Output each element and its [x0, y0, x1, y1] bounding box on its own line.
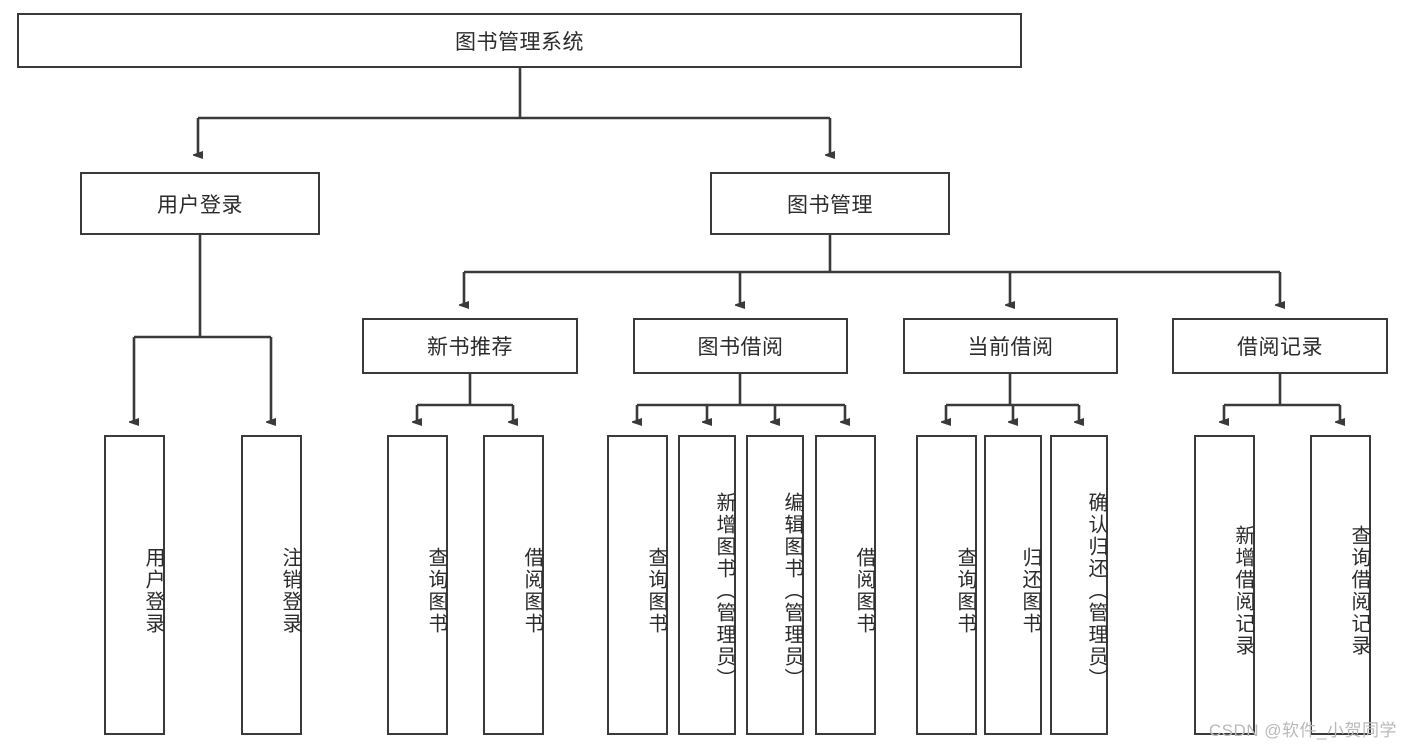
node-leaf-borrow-book-1[interactable]: 借阅图书 — [483, 435, 544, 735]
node-leaf-return-book-label: 归还图书 — [1019, 547, 1041, 635]
node-leaf-confirm-return[interactable]: 确认归还（管理员） — [1050, 435, 1108, 735]
node-leaf-borrow-book-2[interactable]: 借阅图书 — [815, 435, 876, 735]
node-current-borrow-label: 当前借阅 — [967, 336, 1054, 359]
node-leaf-query-book-1-label: 查询图书 — [425, 547, 447, 635]
node-leaf-user-login[interactable]: 用户登录 — [104, 435, 165, 735]
node-root-label: 图书管理系统 — [455, 30, 584, 54]
node-leaf-query-record[interactable]: 查询借阅记录 — [1310, 435, 1371, 735]
node-leaf-add-record[interactable]: 新增借阅记录 — [1194, 435, 1255, 735]
node-leaf-add-book[interactable]: 新增图书（管理员） — [678, 435, 736, 735]
node-new-book-recommend[interactable]: 新书推荐 — [362, 318, 578, 374]
node-leaf-edit-book-label: 编辑图书（管理员） — [781, 492, 803, 690]
node-leaf-add-record-label: 新增借阅记录 — [1232, 525, 1254, 657]
node-leaf-confirm-return-label: 确认归还（管理员） — [1085, 492, 1107, 690]
node-root[interactable]: 图书管理系统 — [17, 13, 1022, 68]
node-borrow-record[interactable]: 借阅记录 — [1172, 318, 1388, 374]
node-leaf-return-book[interactable]: 归还图书 — [984, 435, 1042, 735]
node-book-borrow-label: 图书借阅 — [697, 336, 784, 359]
node-user-login-label: 用户登录 — [157, 193, 243, 217]
node-leaf-edit-book[interactable]: 编辑图书（管理员） — [746, 435, 804, 735]
node-new-book-recommend-label: 新书推荐 — [427, 336, 513, 359]
node-current-borrow[interactable]: 当前借阅 — [903, 318, 1118, 374]
node-leaf-logout-label: 注销登录 — [279, 547, 301, 635]
node-leaf-query-book-3-label: 查询图书 — [954, 547, 976, 635]
node-book-management[interactable]: 图书管理 — [710, 172, 950, 235]
node-borrow-record-label: 借阅记录 — [1237, 336, 1323, 359]
node-leaf-borrow-book-1-label: 借阅图书 — [521, 547, 543, 635]
node-user-login[interactable]: 用户登录 — [80, 172, 320, 235]
node-leaf-query-book-1[interactable]: 查询图书 — [387, 435, 448, 735]
node-book-borrow[interactable]: 图书借阅 — [633, 318, 848, 374]
node-book-management-label: 图书管理 — [787, 193, 873, 217]
node-leaf-query-book-2-label: 查询图书 — [645, 547, 667, 635]
node-leaf-user-login-label: 用户登录 — [142, 547, 164, 635]
node-leaf-logout[interactable]: 注销登录 — [241, 435, 302, 735]
node-leaf-add-book-label: 新增图书（管理员） — [713, 492, 735, 690]
node-leaf-query-book-2[interactable]: 查询图书 — [607, 435, 668, 735]
node-leaf-query-book-3[interactable]: 查询图书 — [916, 435, 977, 735]
node-leaf-borrow-book-2-label: 借阅图书 — [853, 547, 875, 635]
node-leaf-query-record-label: 查询借阅记录 — [1348, 525, 1370, 657]
